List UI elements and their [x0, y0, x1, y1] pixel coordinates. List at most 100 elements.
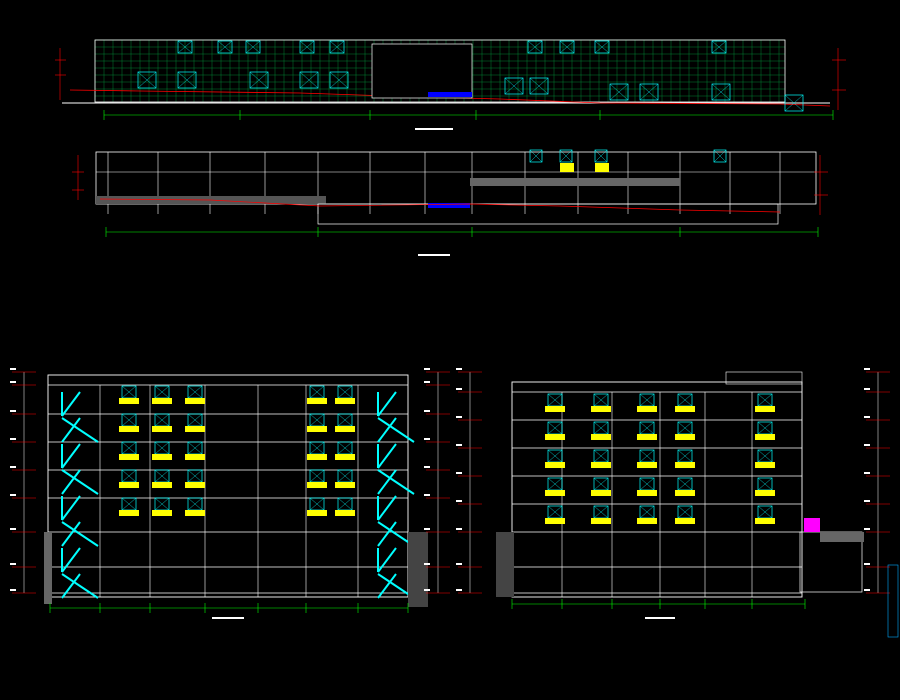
- glass-band: [119, 510, 139, 516]
- window-mullion: [677, 505, 693, 519]
- level-label: [864, 368, 870, 370]
- stair-flight: [61, 547, 81, 573]
- level-label: [456, 589, 462, 591]
- water-feature: [428, 92, 472, 97]
- stair-flight: [377, 443, 397, 469]
- glass-band: [119, 454, 139, 460]
- window-mullion: [757, 477, 773, 491]
- level-label: [424, 438, 430, 440]
- window-mullion: [187, 385, 203, 399]
- window: [299, 40, 315, 54]
- window: [529, 149, 543, 163]
- stair-flight: [61, 417, 99, 443]
- window-mullion: [187, 469, 203, 483]
- window-mullion: [639, 83, 659, 101]
- glass-band: [307, 398, 327, 404]
- stair-flight: [377, 469, 415, 495]
- stair-flight: [377, 521, 397, 547]
- glass-band: [152, 454, 172, 460]
- view-caption-3: [212, 617, 244, 619]
- window-mullion: [547, 449, 563, 463]
- magenta-element: [804, 518, 820, 532]
- stair-flight: [61, 573, 99, 599]
- glass-band: [185, 454, 205, 460]
- window-mullion: [337, 413, 353, 427]
- window: [329, 71, 349, 89]
- glass-band: [335, 398, 355, 404]
- windows-a: [119, 385, 355, 516]
- stair-flight: [61, 469, 99, 495]
- glass-band: [185, 426, 205, 432]
- window-mullion: [329, 40, 345, 54]
- window-mullion: [677, 393, 693, 407]
- glass-band: [307, 510, 327, 516]
- window: [137, 71, 157, 89]
- window-mullion: [299, 40, 315, 54]
- window-mullion: [639, 477, 655, 491]
- window-mullion: [121, 413, 137, 427]
- glass-band: [755, 490, 775, 496]
- stair-flight: [61, 573, 81, 599]
- window: [217, 40, 233, 54]
- level-label: [424, 466, 430, 468]
- glass-band: [119, 398, 139, 404]
- glass-band: [335, 510, 355, 516]
- window: [594, 149, 608, 163]
- window-mullion: [559, 40, 575, 54]
- window-mullion: [713, 149, 727, 163]
- level-markers-b-left: [456, 368, 482, 594]
- window: [504, 77, 524, 95]
- window-mullion: [187, 413, 203, 427]
- window-mullion: [609, 83, 629, 101]
- level-label: [456, 444, 462, 446]
- view-caption-2: [418, 254, 450, 256]
- level-label: [10, 589, 16, 591]
- level-label: [10, 494, 16, 496]
- level-label: [10, 438, 16, 440]
- window-mullion: [677, 477, 693, 491]
- level-markers-right-1: [832, 48, 846, 110]
- level-label: [864, 416, 870, 418]
- level-label: [456, 368, 462, 370]
- window-mullion: [547, 421, 563, 435]
- window-mullion: [121, 469, 137, 483]
- legend-strip: [887, 564, 899, 638]
- section-windows: [529, 149, 727, 163]
- window-mullion: [527, 40, 543, 54]
- cross-section-a: [10, 368, 450, 619]
- window-mullion: [639, 505, 655, 519]
- stair-flight: [377, 417, 415, 443]
- window-mullion: [309, 469, 325, 483]
- level-label: [424, 528, 430, 530]
- glass-band: [637, 406, 657, 412]
- glass-band: [307, 426, 327, 432]
- window-mullion: [504, 77, 524, 95]
- roof-structure: [725, 371, 803, 385]
- stair-flight: [377, 573, 397, 599]
- glass-band: [152, 398, 172, 404]
- window-mullion: [187, 497, 203, 511]
- stair-flight: [61, 521, 99, 547]
- stair-flight: [61, 495, 81, 521]
- glass-band: [591, 518, 611, 524]
- window: [711, 83, 731, 101]
- building-outline-a: [47, 374, 409, 598]
- glass-band: [152, 510, 172, 516]
- glass-band: [307, 482, 327, 488]
- facade-outline: [94, 39, 786, 103]
- stair-flight: [377, 547, 397, 573]
- glass-band: [545, 490, 565, 496]
- glass-band: [119, 426, 139, 432]
- basement-hatch-a: [44, 532, 52, 604]
- level-label: [864, 472, 870, 474]
- window: [177, 40, 193, 54]
- window-mullion: [187, 441, 203, 455]
- window-mullion: [137, 71, 157, 89]
- window: [529, 77, 549, 95]
- level-label: [10, 381, 16, 383]
- level-label: [864, 563, 870, 565]
- glass-band: [591, 462, 611, 468]
- window-mullion: [177, 40, 193, 54]
- level-markers-b-right: [864, 368, 890, 594]
